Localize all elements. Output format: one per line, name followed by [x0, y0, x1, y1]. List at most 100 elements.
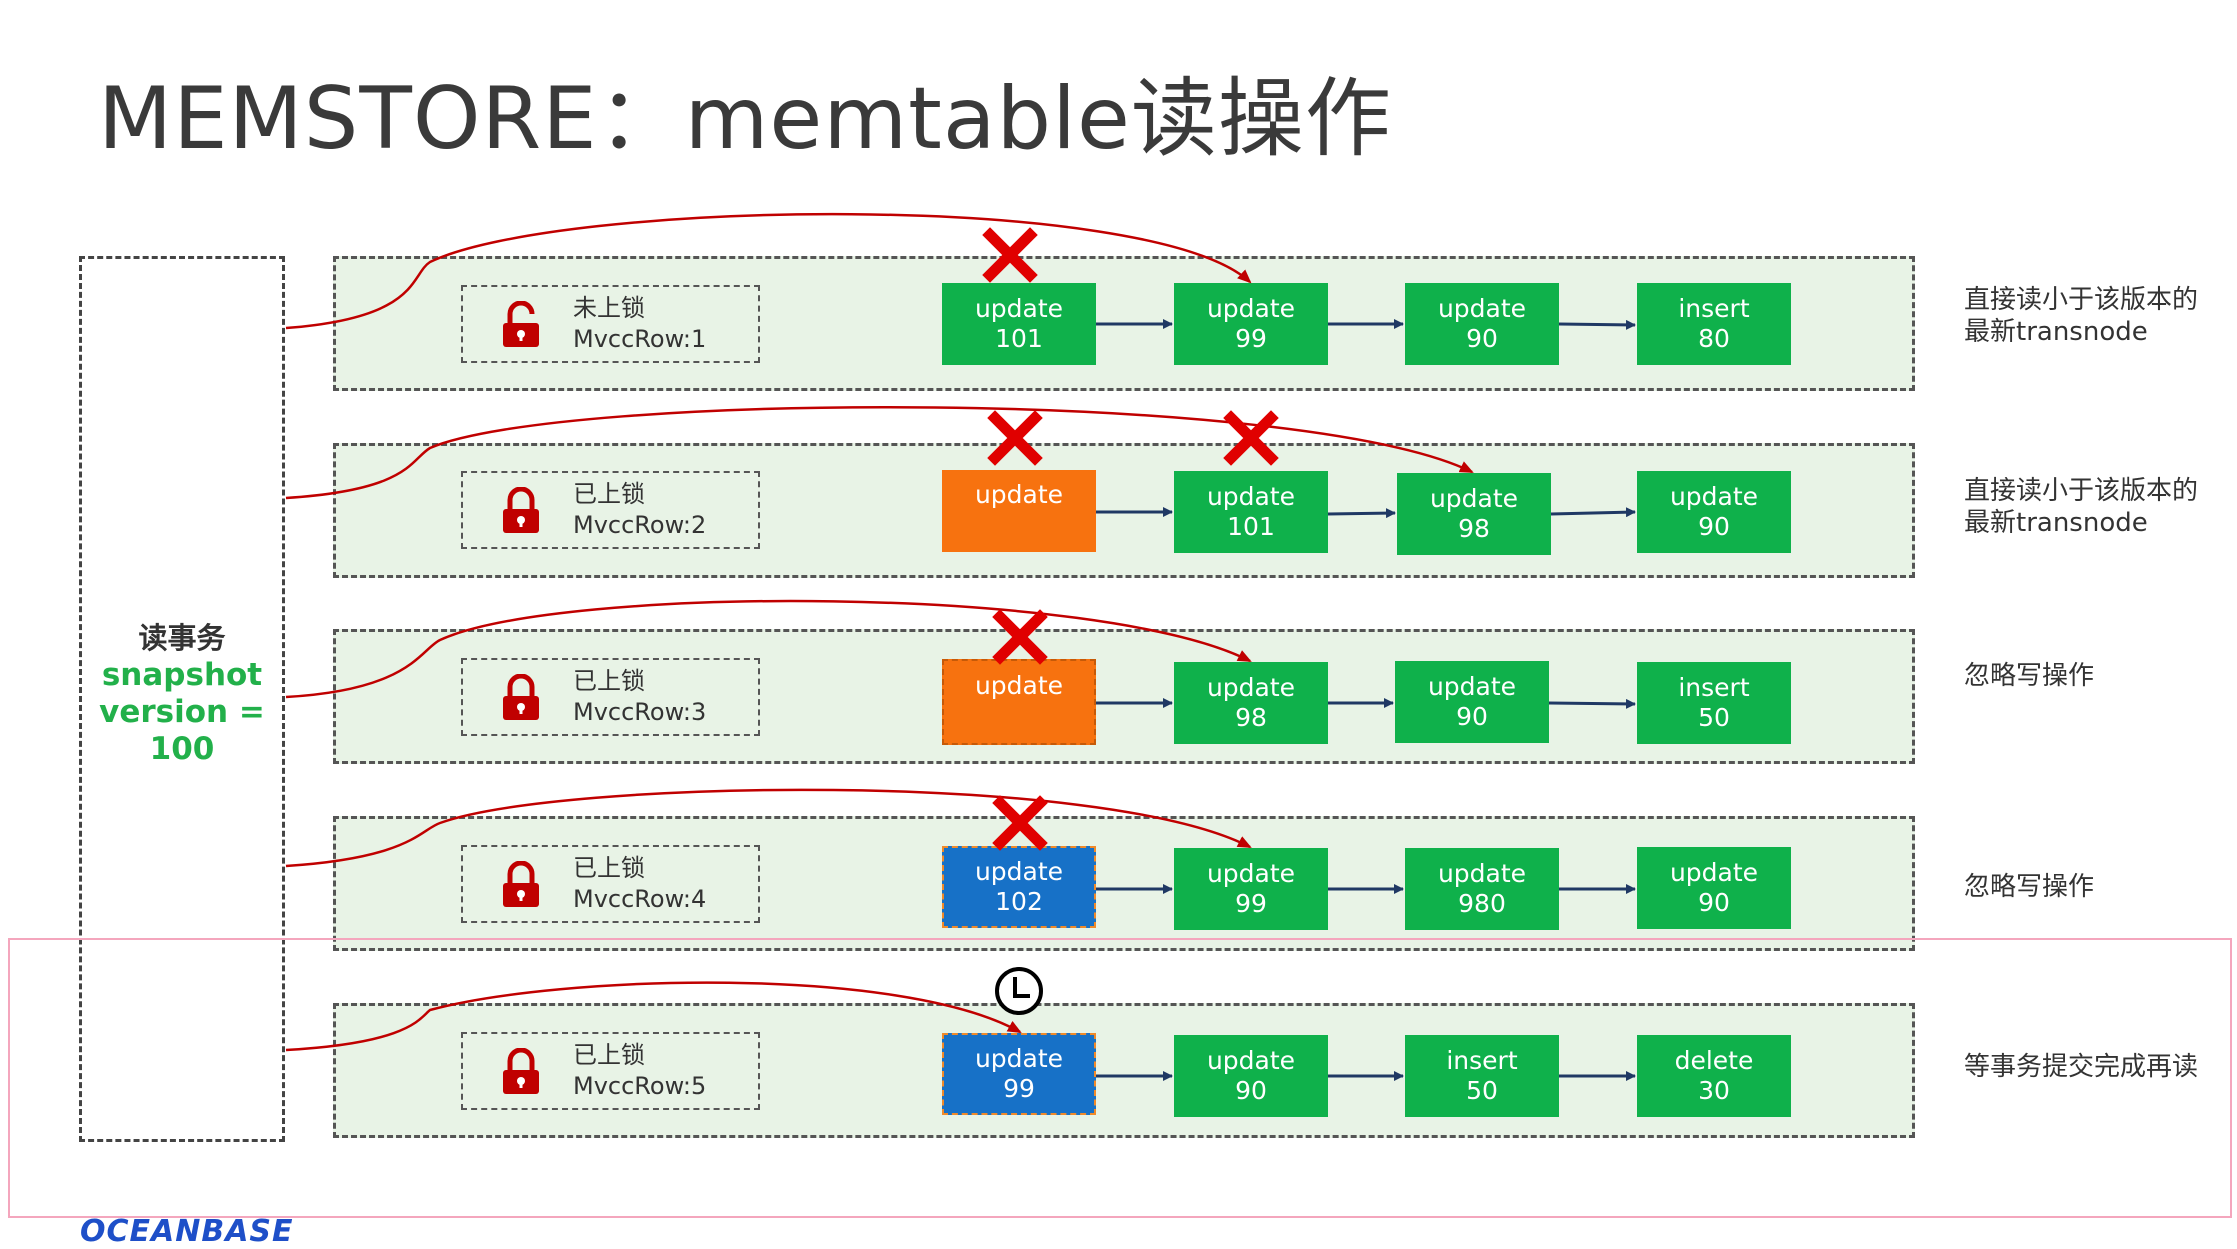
row-id-3: MvccRow:3	[573, 698, 707, 726]
node-op: update	[1429, 484, 1519, 513]
node-2-1: update	[942, 470, 1096, 552]
node-version: 90	[1456, 702, 1488, 731]
node-op: update	[1206, 673, 1296, 702]
node-op: update	[974, 1044, 1064, 1073]
node-op: update	[1206, 294, 1296, 323]
node-1-3: update 90	[1405, 283, 1559, 365]
oceanbase-logo: OCEANBASE	[80, 1214, 294, 1249]
node-2-4: update 90	[1637, 471, 1791, 553]
chain-arrows	[1096, 319, 1636, 1081]
node-2-2: update 101	[1174, 471, 1328, 553]
note-line: 忽略写操作	[1964, 661, 2095, 691]
snapshot-line-1: snapshot	[101, 657, 263, 693]
node-op: update	[1427, 672, 1517, 701]
note-line: 直接读小于该版本的	[1964, 476, 2199, 506]
node-op: insert	[1678, 294, 1750, 323]
node-version: 50	[1466, 1076, 1498, 1105]
skip-x-icon	[1000, 803, 1040, 843]
slide-title: MEMSTORE：memtable读操作	[98, 69, 1392, 169]
lock-status-4: 已上锁	[573, 854, 645, 882]
highlight-frame	[8, 938, 2232, 1218]
row-lock-text-1: 未上锁 MvccRow:1	[573, 293, 706, 355]
row-lock-box-3: 已上锁 MvccRow:3	[461, 658, 760, 736]
lock-status-1: 未上锁	[573, 294, 645, 322]
node-op: update	[1669, 858, 1759, 887]
node-op: update	[1437, 294, 1527, 323]
row-id-4: MvccRow:4	[573, 885, 707, 913]
chain-arrow	[1558, 319, 1636, 330]
row-note-5: 等事务提交完成再读	[1964, 1051, 2198, 1083]
row-lock-text-5: 已上锁 MvccRow:5	[573, 1040, 706, 1102]
read-path-curve-1	[285, 213, 1252, 330]
node-op: insert	[1446, 1046, 1518, 1075]
node-5-2: update 90	[1174, 1035, 1328, 1117]
lock-icon	[503, 674, 539, 720]
node-2-3: update 98	[1397, 473, 1551, 555]
node-3-1: update	[942, 659, 1096, 745]
chain-arrow	[1327, 508, 1396, 519]
note-line: 直接读小于该版本的	[1964, 285, 2199, 315]
node-op: update	[1437, 859, 1527, 888]
node-op: update	[974, 294, 1064, 323]
transaction-title: 读事务	[138, 621, 226, 655]
row-lock-box-1: 未上锁 MvccRow:1	[461, 285, 760, 363]
node-5-3: insert 50	[1405, 1035, 1559, 1117]
node-op: update	[974, 480, 1064, 509]
snapshot-line-3: 100	[149, 731, 215, 767]
node-1-4: insert 80	[1637, 283, 1791, 365]
skip-x-icon	[990, 235, 1030, 275]
read-transaction-box	[79, 256, 285, 1142]
node-1-2: update 99	[1174, 283, 1328, 365]
node-4-3: update 980	[1405, 848, 1559, 930]
node-version: 50	[1698, 703, 1730, 732]
read-path-curve-2	[285, 405, 1474, 500]
node-version: 90	[1698, 888, 1730, 917]
node-version: 98	[1458, 514, 1490, 543]
note-line: 忽略写操作	[1964, 872, 2095, 902]
node-4-4: update 90	[1637, 847, 1791, 929]
node-version: 30	[1698, 1076, 1730, 1105]
node-4-1: update 102	[942, 846, 1096, 928]
row-lock-text-3: 已上锁 MvccRow:3	[573, 666, 706, 728]
node-version: 102	[995, 887, 1043, 916]
node-op: update	[974, 857, 1064, 886]
lock-icon	[503, 861, 539, 907]
node-version: 99	[1235, 889, 1267, 918]
lock-icon	[503, 1048, 539, 1094]
snapshot-line-2: version =	[99, 694, 265, 730]
node-op: update	[1206, 859, 1296, 888]
lock-status-3: 已上锁	[573, 667, 645, 695]
row-lock-box-4: 已上锁 MvccRow:4	[461, 845, 760, 923]
row-id-1: MvccRow:1	[573, 325, 707, 353]
node-version: 80	[1698, 324, 1730, 353]
node-version: 99	[1235, 324, 1267, 353]
row-lock-text-4: 已上锁 MvccRow:4	[573, 853, 706, 915]
row-note-4: 忽略写操作	[1964, 871, 2094, 903]
node-3-2: update 98	[1174, 662, 1328, 744]
row-lock-box-2: 已上锁 MvccRow:2	[461, 471, 760, 549]
node-version: 101	[1227, 512, 1275, 541]
clock-icon	[995, 967, 1043, 1015]
lock-status-5: 已上锁	[573, 1041, 645, 1069]
row-id-2: MvccRow:2	[573, 511, 707, 539]
node-op: delete	[1674, 1046, 1754, 1075]
note-line: 最新transnode	[1964, 317, 2148, 347]
row-note-2: 直接读小于该版本的 最新transnode	[1964, 475, 2198, 539]
note-line: 等事务提交完成再读	[1964, 1052, 2199, 1082]
skip-x-icon	[1000, 617, 1040, 657]
node-op: insert	[1678, 673, 1750, 702]
chain-arrow	[1550, 507, 1636, 518]
lock-icon	[503, 487, 539, 533]
node-version: 99	[1003, 1074, 1035, 1103]
node-3-3: update 90	[1395, 661, 1549, 743]
skip-x-icon	[995, 418, 1035, 458]
node-op: update	[1206, 482, 1296, 511]
read-transaction-label: 读事务 snapshot version = 100	[79, 620, 285, 768]
node-3-4: insert 50	[1637, 662, 1791, 744]
node-1-1: update 101	[942, 283, 1096, 365]
read-path-curve-4	[285, 788, 1252, 868]
node-version: 90	[1235, 1076, 1267, 1105]
node-op: update	[974, 671, 1064, 700]
